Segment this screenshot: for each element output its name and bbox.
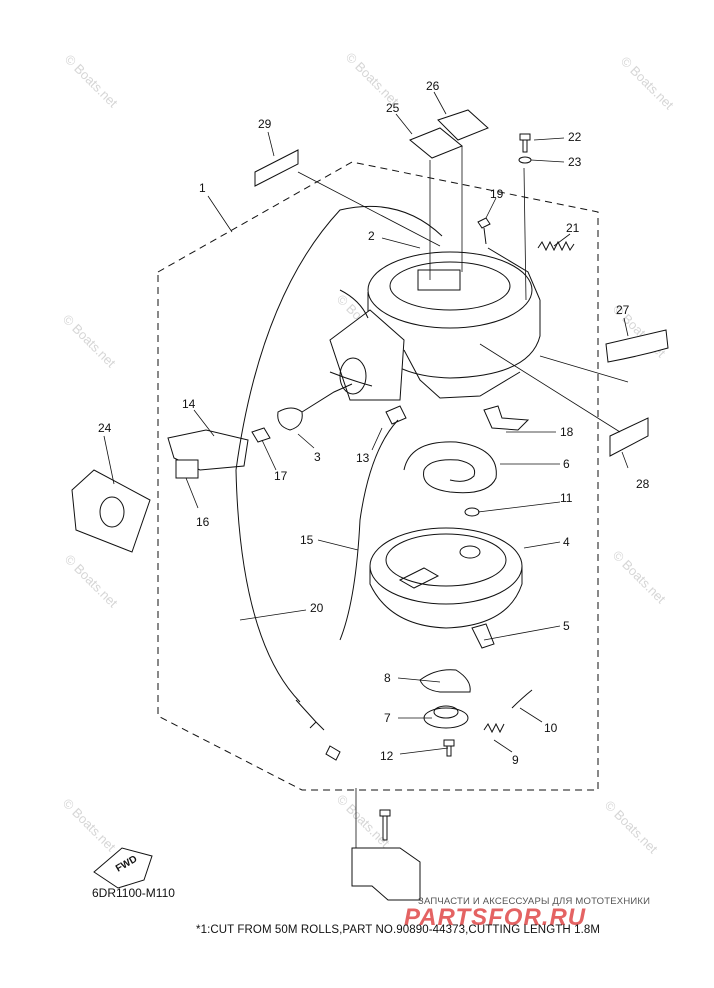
watermark: © Boats.net xyxy=(62,52,121,111)
bracket-bottom xyxy=(351,847,421,901)
callout-4: 4 xyxy=(563,535,570,549)
clip-17 xyxy=(251,427,271,443)
label-28 xyxy=(609,417,649,457)
leader-lines xyxy=(103,91,629,848)
watermark: © Boats.net xyxy=(618,54,677,113)
callout-26: 26 xyxy=(426,79,440,93)
label-27 xyxy=(605,329,669,363)
callout-6: 6 xyxy=(563,457,570,471)
brand-logo: PARTSFOR.RU xyxy=(404,904,587,931)
label-26 xyxy=(437,109,489,141)
callout-8: 8 xyxy=(384,671,391,685)
bracket-16 xyxy=(175,459,199,479)
spring-21 xyxy=(537,240,575,252)
fwd-arrow-icon xyxy=(93,847,153,889)
reel-4 xyxy=(369,527,523,605)
callout-22: 22 xyxy=(568,130,582,144)
callout-13: 13 xyxy=(356,451,370,465)
callout-12: 12 xyxy=(380,749,394,763)
pawl-5 xyxy=(471,623,495,649)
callout-19: 19 xyxy=(490,187,504,201)
callout-20: 20 xyxy=(310,601,324,615)
label-29 xyxy=(254,149,299,187)
callout-14: 14 xyxy=(182,397,196,411)
link-10 xyxy=(511,689,533,709)
pin-19 xyxy=(477,217,491,245)
bolt-bottom xyxy=(379,809,391,841)
cable-1 xyxy=(235,205,443,471)
washer-23 xyxy=(518,156,532,164)
watermark: © Boats.net xyxy=(60,312,119,371)
watermark: © Boats.net xyxy=(602,798,661,857)
callout-5: 5 xyxy=(563,619,570,633)
callout-29: 29 xyxy=(258,117,272,131)
plate-8 xyxy=(419,669,471,693)
spring-6 xyxy=(403,441,497,494)
clip-13 xyxy=(385,405,407,425)
callout-24: 24 xyxy=(98,421,112,435)
watermark: © Boats.net xyxy=(60,796,119,855)
callout-21: 21 xyxy=(566,221,580,235)
callout-17: 17 xyxy=(274,469,288,483)
callout-25: 25 xyxy=(386,101,400,115)
callout-23: 23 xyxy=(568,155,582,169)
spring-9 xyxy=(483,722,505,734)
brand-subtitle: ЗАПЧАСТИ И АКСЕССУАРЫ ДЛЯ МОТОТЕХНИКИ xyxy=(418,896,651,907)
callout-15: 15 xyxy=(300,533,314,547)
watermark: © Boats.net xyxy=(334,792,393,851)
watermark: © Boats.net xyxy=(610,548,669,607)
callout-11: 11 xyxy=(560,491,573,505)
part-drawings xyxy=(71,109,669,901)
boot-3 xyxy=(277,407,303,431)
cable-end xyxy=(295,699,341,761)
bolt-22 xyxy=(519,133,531,153)
callout-2: 2 xyxy=(368,229,375,243)
assembly-outline xyxy=(157,161,599,791)
callout-28: 28 xyxy=(636,477,650,491)
callout-16: 16 xyxy=(196,515,210,529)
footnote: *1:CUT FROM 50M ROLLS,PART NO.90890-4437… xyxy=(196,924,601,936)
callout-1: 1 xyxy=(199,181,206,195)
pawl-18 xyxy=(483,405,530,431)
cable-port xyxy=(339,357,367,395)
watermark: © Boats.net xyxy=(343,50,402,109)
callout-3: 3 xyxy=(314,450,321,464)
ring-11 xyxy=(464,507,480,517)
grommet-24 xyxy=(71,469,151,553)
callout-18: 18 xyxy=(560,425,574,439)
callout-9: 9 xyxy=(512,753,519,767)
callout-27: 27 xyxy=(616,303,630,317)
callout-7: 7 xyxy=(384,711,391,725)
diagram-code: 6DR1100-M110 xyxy=(92,886,175,900)
callout-10: 10 xyxy=(544,721,558,735)
screw-12 xyxy=(443,739,455,757)
watermark: © Boats.net xyxy=(62,552,121,611)
